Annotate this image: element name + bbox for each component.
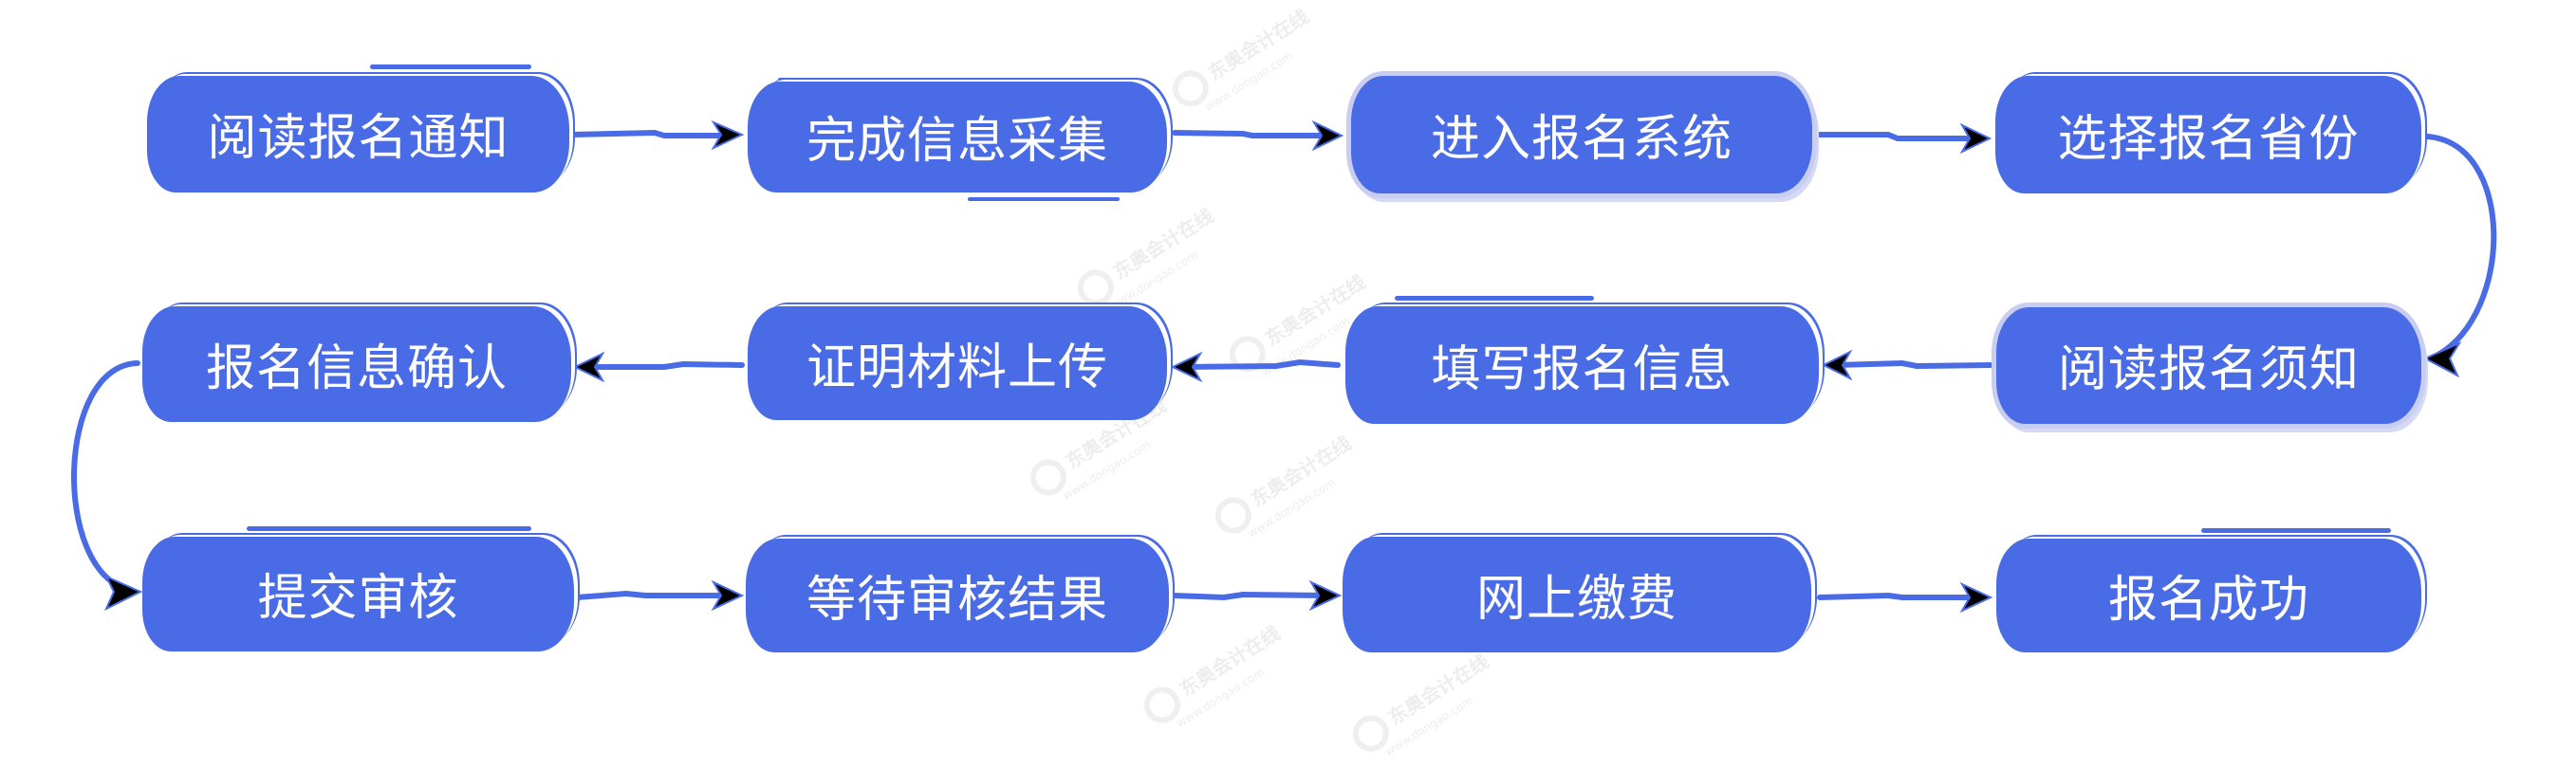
arrowhead-icon <box>1311 119 1344 152</box>
step-label: 提交审核 <box>257 570 459 627</box>
step-node[interactable]: 填写报名信息 <box>1345 306 1819 424</box>
connector-curve <box>71 360 140 593</box>
connector-arrow <box>569 129 733 138</box>
sketch-stroke <box>1395 296 1594 301</box>
step-node[interactable]: 网上缴费 <box>1343 537 1811 652</box>
arrowhead-icon <box>711 579 745 612</box>
connector-layer <box>71 119 2497 614</box>
connector-arrow <box>574 590 733 600</box>
step-label: 阅读报名须知 <box>2057 341 2360 398</box>
step-label: 网上缴费 <box>1475 570 1677 628</box>
step-label: 进入报名系统 <box>1430 110 1733 168</box>
sketch-stroke <box>2201 528 2391 533</box>
sketch-stroke <box>968 197 1120 201</box>
connector-curve <box>2424 134 2497 358</box>
arrowhead-icon <box>1959 122 1992 155</box>
step-node[interactable]: 阅读报名通知 <box>147 76 569 192</box>
step-node[interactable]: 报名成功 <box>1996 539 2421 652</box>
step-node[interactable]: 阅读报名须知 <box>1996 307 2421 424</box>
connector-arrow <box>585 360 745 370</box>
step-node[interactable]: 等待审核结果 <box>746 539 1169 652</box>
arrowhead-icon <box>1821 349 1853 381</box>
flowchart-canvas: 东奥会计在线 www.dongao.com 东奥会计在线 www.dongao.… <box>71 5 2497 759</box>
step-node[interactable]: 报名信息确认 <box>142 306 571 422</box>
arrowhead-icon <box>103 574 143 612</box>
step-node[interactable]: 进入报名系统 <box>1351 76 1812 193</box>
arrowhead-icon <box>572 351 605 383</box>
connector-arrow <box>1172 130 1333 138</box>
step-node[interactable]: 选择报名省份 <box>1995 76 2421 193</box>
connector-arrow <box>1183 358 1341 370</box>
sketch-stroke <box>778 78 806 82</box>
connector-arrow <box>1170 591 1331 601</box>
step-node[interactable]: 提交审核 <box>142 537 574 651</box>
connector-arrow <box>1833 359 1993 370</box>
step-label: 选择报名省份 <box>2057 110 2360 168</box>
sketch-stroke <box>370 64 531 69</box>
step-label: 证明材料上传 <box>806 339 1108 396</box>
step-label: 填写报名信息 <box>1431 340 1733 398</box>
arrowhead-icon <box>1959 581 1993 614</box>
step-label: 完成信息采集 <box>806 113 1108 170</box>
sketch-stroke <box>247 526 531 531</box>
arrowhead-icon <box>711 119 745 151</box>
step-label: 报名信息确认 <box>205 339 508 397</box>
step-label: 阅读报名通知 <box>207 110 510 167</box>
connector-arrow <box>1817 592 1981 600</box>
step-label: 等待审核结果 <box>806 571 1108 629</box>
step-node[interactable]: 证明材料上传 <box>748 306 1167 420</box>
arrowhead-icon <box>2422 340 2462 378</box>
arrowhead-icon <box>1308 579 1343 612</box>
step-label: 报名成功 <box>2107 571 2309 629</box>
arrowhead-icon <box>1170 351 1203 383</box>
step-node[interactable]: 完成信息采集 <box>748 82 1167 192</box>
connector-arrow <box>1811 132 1981 141</box>
